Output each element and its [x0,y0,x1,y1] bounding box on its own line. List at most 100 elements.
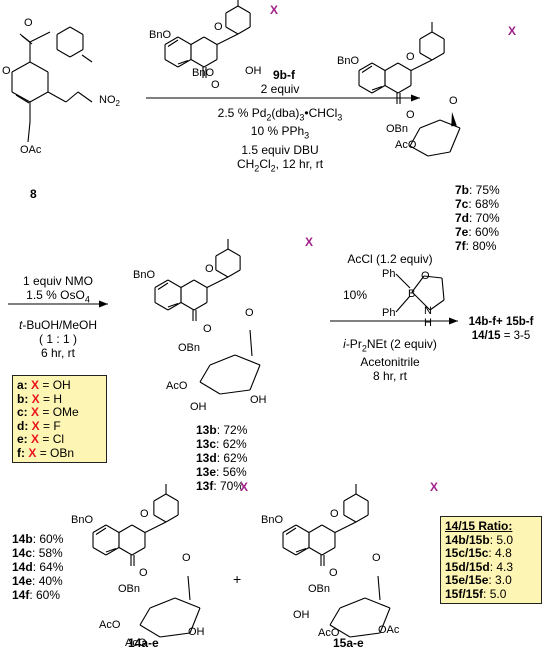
flavonol-9 [225,5,239,14]
ratio-title: 14/15 Ratio: [445,519,513,533]
atom-ph: Ph [382,307,396,319]
ratio-row: 15d/15d: 4.3 [445,559,514,574]
flavone-15 [308,524,323,533]
ring-8 [29,61,49,73]
flavone-7 [371,85,383,91]
ring-8 [29,91,49,103]
yield-row: 13c: 62% [196,437,247,451]
sugar-7 [439,119,461,129]
atom-o: O [24,17,33,29]
flavone-13 [206,276,229,288]
atom-oh: OH [245,65,262,77]
bond-8 [47,91,67,103]
substituent-x: X [305,235,314,249]
substituent-x: X [508,24,517,38]
atom-ho: OH [293,609,310,621]
atom-oh: OH [188,626,205,638]
ratio-row: 15e/15e: 3.0 [445,573,512,587]
flavone-13 [157,282,169,290]
flavonol-9 [237,5,251,14]
arrow-step2-head [99,300,108,308]
atom-o: O [449,95,458,107]
atom-oh: OH [190,401,207,413]
flavone-13 [154,302,169,311]
atom-b: B [408,288,416,300]
ring-8 [11,91,31,103]
flavone-14 [118,524,133,533]
flavone-13 [193,302,208,311]
sugar-15 [329,607,341,626]
key-row: c: X = OMe [17,405,79,419]
sugar-7 [409,145,429,157]
flavone-7 [431,31,445,40]
sugar-13 [199,381,221,395]
yield-row: 13b: 72% [196,423,248,437]
flavonol-9 [237,26,251,35]
flavone-7 [397,62,412,71]
yields-13: 13b: 72% 13c: 62% 13d: 62% 13e: 56% 13f:… [196,423,247,493]
flavone-14 [95,527,107,535]
compound-8-label: 8 [30,187,37,201]
atom-obn: OBn [308,583,331,595]
flavone-14 [105,547,120,556]
flavone-14 [92,524,107,533]
sugar-13 [209,354,236,366]
flavone-7 [384,85,399,94]
atom-bno: BnO [261,514,284,526]
sugar-14 [174,597,201,609]
step2-line2: 1.5 % OsO4 [26,288,90,305]
flavone-14 [105,524,120,533]
yield-row: 14d: 64% [12,560,64,574]
oxazaborolidine [429,299,445,311]
bond-13 [249,329,253,357]
substituent-x: X [240,480,249,494]
sugar-7 [427,151,451,157]
atom-ph: Ph [382,268,396,280]
yield-row: 14b: 60% [12,532,64,546]
flavone-14 [165,514,179,523]
atom-o: O [205,263,214,275]
step1-line4: CH2Cl2, 12 hr, rt [236,156,324,174]
ring-8b [56,26,71,35]
flavone-13 [154,279,169,288]
step2-line5: 6 hr, rt [40,346,75,360]
yield-row: 7f: 80% [455,239,497,253]
flavonol-9 [177,36,192,45]
bond-8 [77,91,93,103]
sugar-7 [449,127,461,153]
flavonol-9 [190,36,205,45]
step1-line1: 2.5 % Pd2(dba)3•CHCl3 [217,106,343,123]
flavone-14 [153,514,167,523]
bond-8 [21,35,33,45]
bond-ph [395,273,411,289]
flavone-15 [355,493,369,502]
atom-bno: BnO [71,514,94,526]
yield-row: 14e: 40% [12,574,63,588]
atom-aco: AcO [318,627,340,639]
step2-conditions-top: 1 equiv NMO 1.5 % OsO4 [3,274,113,306]
step1-reagent-equiv: 2 equiv [260,82,300,96]
flavone-7 [397,85,412,94]
atom-o: O [421,270,430,282]
sugar-13 [219,389,251,395]
flavone-7 [431,52,445,61]
bond-8 [65,91,79,103]
oxazaborolidine [411,291,431,311]
key-row: e: X = Cl [17,432,65,446]
atom-o: O [245,307,254,319]
ring-8 [15,94,30,104]
step3-conditions: i-Pr2NEt (2 equiv) Acetonitrile 8 hr, rt [326,337,454,383]
flavone-7 [419,52,433,61]
ring-8b [69,49,84,58]
atom-oac: OAc [20,144,42,156]
compound-9-label: 9b-f [273,68,295,82]
flavonol-9 [164,36,179,45]
flavone-15 [343,493,357,502]
flavone-15 [321,547,336,556]
flavone-13 [193,279,208,288]
yield-row: 7d: 70% [455,211,500,225]
step1-line2: 10 % PPh3 [250,124,310,141]
atom-bno: BnO [149,29,172,41]
flavone-13 [167,302,182,311]
